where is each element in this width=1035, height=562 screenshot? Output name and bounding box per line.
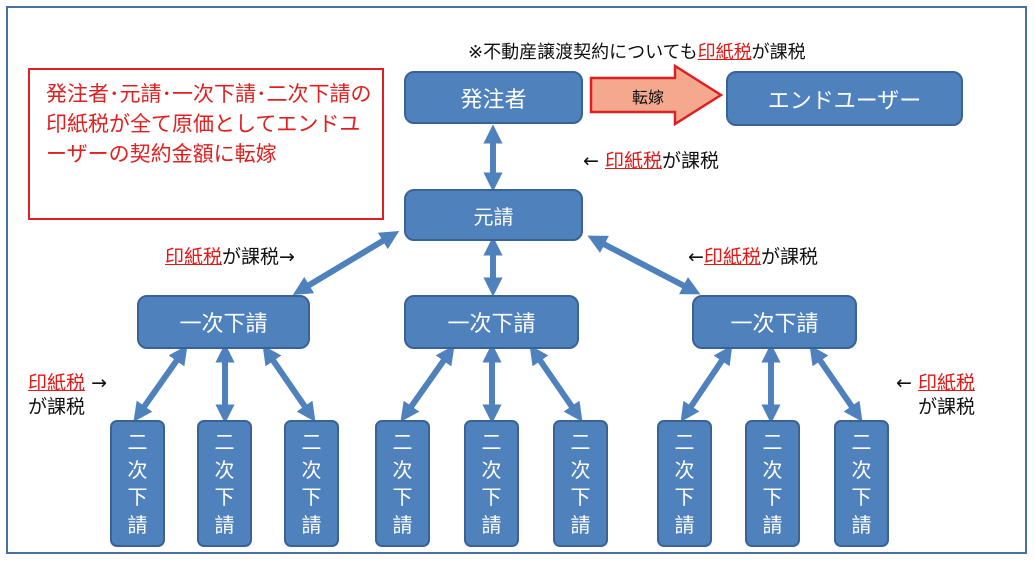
node-sub2: 二次下請 (834, 420, 889, 547)
char: 請 (392, 513, 413, 538)
label-prefix: ← (688, 246, 704, 268)
char: 請 (570, 513, 591, 538)
char: 請 (301, 513, 322, 538)
char: 次 (570, 457, 591, 482)
char: 下 (214, 485, 235, 510)
label-right-prime-sub1: ←印紙税が課税 (688, 242, 818, 269)
char: 下 (674, 485, 695, 510)
label-line2: が課税 (28, 396, 86, 418)
top-note-suffix: が課税 (751, 42, 806, 63)
char: 請 (762, 513, 783, 538)
label-arrow: ← (896, 372, 912, 394)
node-orderer: 発注者 (404, 71, 583, 124)
char: 請 (127, 513, 148, 538)
node-sub2: 二次下請 (745, 420, 800, 547)
char: 次 (481, 457, 502, 482)
label-highlight: 印紙税 (703, 246, 761, 268)
node-sub2: 二次下請 (464, 420, 519, 547)
char: 二 (392, 429, 413, 454)
char: 二 (301, 429, 322, 454)
char: 下 (301, 485, 322, 510)
label-suffix: が課税 (760, 246, 818, 268)
label-arrow: → (91, 372, 107, 394)
char: 二 (214, 429, 235, 454)
char: 下 (851, 485, 872, 510)
label-left-prime-sub1: 印紙税が課税→ (165, 242, 295, 269)
node-end-user: エンドユーザー (726, 71, 963, 126)
char: 下 (392, 485, 413, 510)
label-suffix: が課税 (661, 150, 719, 172)
char: 請 (481, 513, 502, 538)
char: 請 (851, 513, 872, 538)
top-note-prefix: ※不動産譲渡契約についても (468, 42, 698, 63)
node-sub2: 二次下請 (375, 420, 430, 547)
arrow-sub1a-sub2-3 (262, 345, 316, 422)
label-highlight: 印紙税 (604, 150, 662, 172)
char: 請 (214, 513, 235, 538)
node-sub2: 二次下請 (284, 420, 339, 547)
node-sub2: 二次下請 (110, 420, 165, 547)
label-orderer-prime: ← 印紙税が課税 (583, 146, 719, 173)
char: 次 (674, 457, 695, 482)
transfer-arrow (589, 64, 724, 126)
char: 次 (762, 457, 783, 482)
node-sub2: 二次下請 (657, 420, 712, 547)
char: 次 (301, 457, 322, 482)
arrow-sub1c-sub2-3 (809, 345, 863, 422)
char: 下 (570, 485, 591, 510)
label-left-sub1-sub2: 印紙税 → が課税 (28, 371, 107, 419)
transfer-label: 転嫁 (631, 88, 664, 107)
char: 請 (674, 513, 695, 538)
char: 次 (851, 457, 872, 482)
node-sub2: 二次下請 (553, 420, 608, 547)
char: 二 (570, 429, 591, 454)
arrow-prime-sub1-right (587, 235, 701, 295)
node-sub1-left: 一次下請 (137, 295, 310, 349)
char: 二 (674, 429, 695, 454)
top-note-highlight: 印紙税 (697, 42, 752, 63)
char: 下 (481, 485, 502, 510)
label-highlight: 印紙税 (28, 372, 86, 394)
label-arrow: ← (583, 150, 599, 172)
char: 二 (851, 429, 872, 454)
node-sub1-right: 一次下請 (692, 295, 857, 349)
char: 下 (762, 485, 783, 510)
char: 下 (127, 485, 148, 510)
label-line2: が課税 (917, 396, 975, 418)
char: 二 (127, 429, 148, 454)
node-prime: 元請 (404, 189, 583, 241)
info-box: 発注者･元請･一次下請･二次下請の印紙税が全て原価としてエンドユーザーの契約金額… (28, 68, 384, 220)
arrow-sub1a-sub2-1 (133, 345, 188, 422)
top-note: ※不動産譲渡契約についても印紙税が課税 (468, 38, 806, 64)
char: 次 (392, 457, 413, 482)
node-sub2: 二次下請 (197, 420, 252, 547)
node-sub1-center: 一次下請 (404, 295, 579, 349)
arrow-sub1b-sub2-3 (529, 345, 583, 422)
arrow-sub1b-sub2-1 (400, 345, 455, 422)
label-highlight: 印紙税 (165, 246, 223, 268)
label-suffix: が課税→ (222, 246, 295, 268)
char: 二 (481, 429, 502, 454)
arrow-prime-sub1-left (292, 231, 400, 295)
char: 次 (127, 457, 148, 482)
arrow-sub1c-sub2-1 (680, 345, 733, 422)
char: 次 (214, 457, 235, 482)
label-right-sub1-sub2: ← 印紙税 が課税 (896, 371, 975, 419)
label-highlight: 印紙税 (917, 372, 975, 394)
char: 二 (762, 429, 783, 454)
